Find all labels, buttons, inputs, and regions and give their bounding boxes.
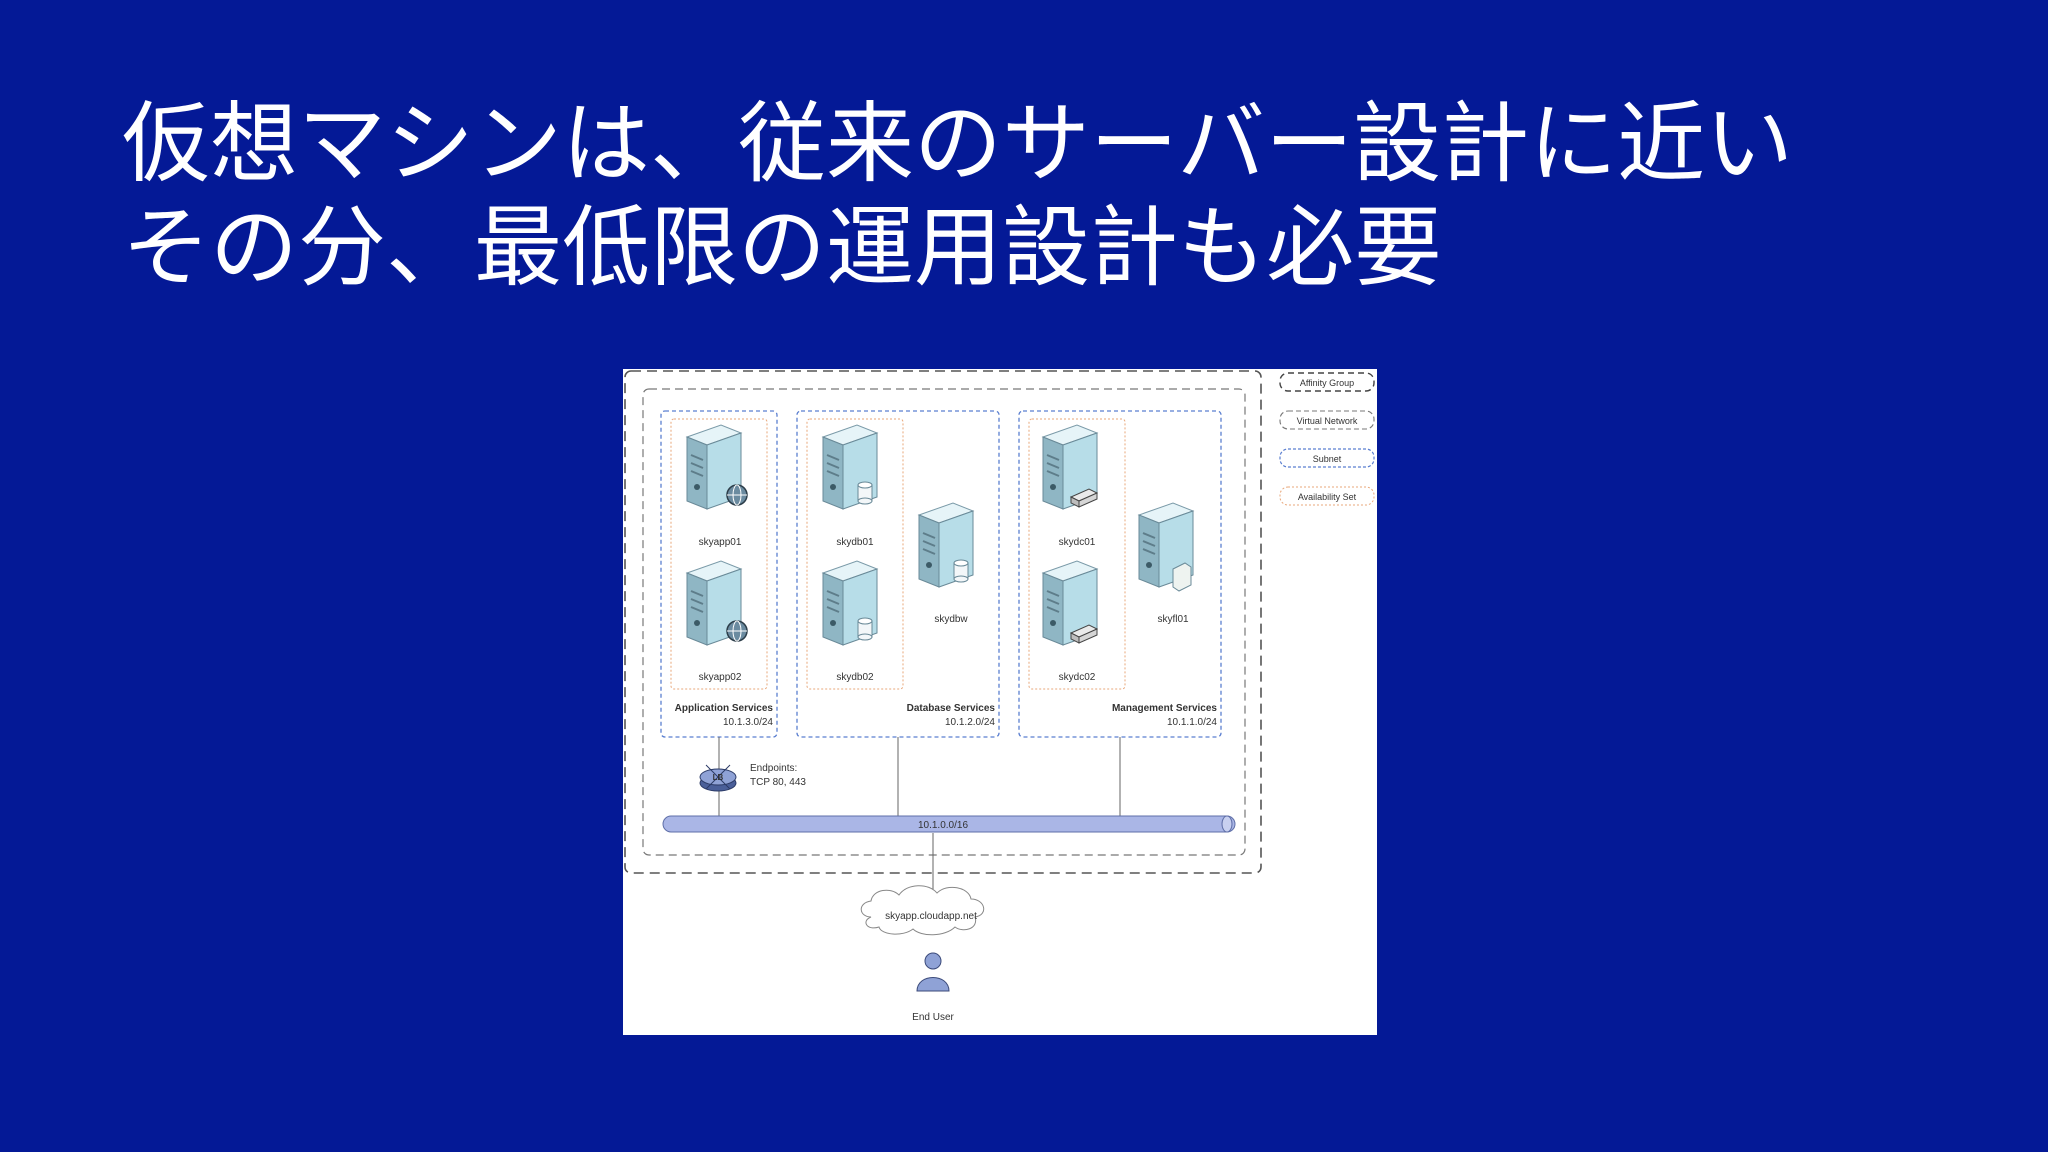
endpoints-ports: TCP 80, 443 [750, 777, 806, 788]
subnet-application-cidr: 10.1.3.0/24 [723, 717, 773, 728]
title-line-1: 仮想マシンは、従来のサーバー設計に近い [122, 92, 1794, 195]
virtual-network-boundary [642, 388, 1246, 856]
server-skydc01-icon [1042, 424, 1098, 510]
subnet-application-name: Application Services [675, 703, 774, 714]
network-pipe [662, 815, 1236, 833]
server-skyapp02-icon [686, 560, 748, 646]
server-skydb01-icon [822, 424, 878, 510]
cloud-icon [860, 885, 985, 936]
subnet-management [1018, 410, 1222, 738]
availability-set-db [806, 418, 904, 690]
load-balancer-label: LB [713, 773, 724, 782]
label-skyapp02: skyapp02 [699, 672, 742, 683]
label-skydb02: skydb02 [836, 672, 874, 683]
architecture-diagram: skyapp01 skyapp02 skydb01 skydb02 skydbw… [623, 369, 1377, 1035]
subnet-database-name: Database Services [907, 703, 996, 714]
label-skyfl01: skyfl01 [1157, 614, 1189, 625]
affinity-group-boundary [624, 370, 1262, 874]
label-skydc01: skydc01 [1059, 537, 1096, 548]
title-line-2: その分、最低限の運用設計も必要 [122, 196, 1443, 299]
end-user-icon [916, 952, 950, 992]
subnet-management-name: Management Services [1112, 703, 1217, 714]
endpoints-title: Endpoints: [750, 763, 797, 774]
load-balancer-icon [699, 764, 737, 792]
legend-subnet: Subnet [1313, 454, 1342, 464]
legend-availability-set: Availability Set [1298, 492, 1357, 502]
server-skyapp01-icon [686, 424, 748, 510]
network-cidr: 10.1.0.0/16 [918, 820, 968, 831]
label-skydc02: skydc02 [1059, 672, 1096, 683]
availability-set-app [670, 418, 768, 690]
label-skyapp01: skyapp01 [699, 537, 742, 548]
legend-virtual-network: Virtual Network [1297, 416, 1358, 426]
subnet-management-cidr: 10.1.1.0/24 [1167, 717, 1217, 728]
label-skydb01: skydb01 [836, 537, 874, 548]
subnet-database-cidr: 10.1.2.0/24 [945, 717, 995, 728]
legend: Affinity Group Virtual Network Subnet Av… [1279, 372, 1375, 506]
cloud-label: skyapp.cloudapp.net [885, 911, 977, 922]
server-skyfl01-icon [1138, 502, 1194, 592]
server-skydbw-icon [918, 502, 974, 588]
subnet-database [796, 410, 1000, 738]
legend-affinity-group: Affinity Group [1300, 378, 1354, 388]
server-skydb02-icon [822, 560, 878, 646]
server-skydc02-icon [1042, 560, 1098, 646]
slide-title: 仮想マシンは、従来のサーバー設計に近い その分、最低限の運用設計も必要 [122, 92, 1793, 300]
end-user-label: End User [912, 1012, 954, 1023]
availability-set-mgmt [1028, 418, 1126, 690]
label-skydbw: skydbw [934, 614, 968, 625]
